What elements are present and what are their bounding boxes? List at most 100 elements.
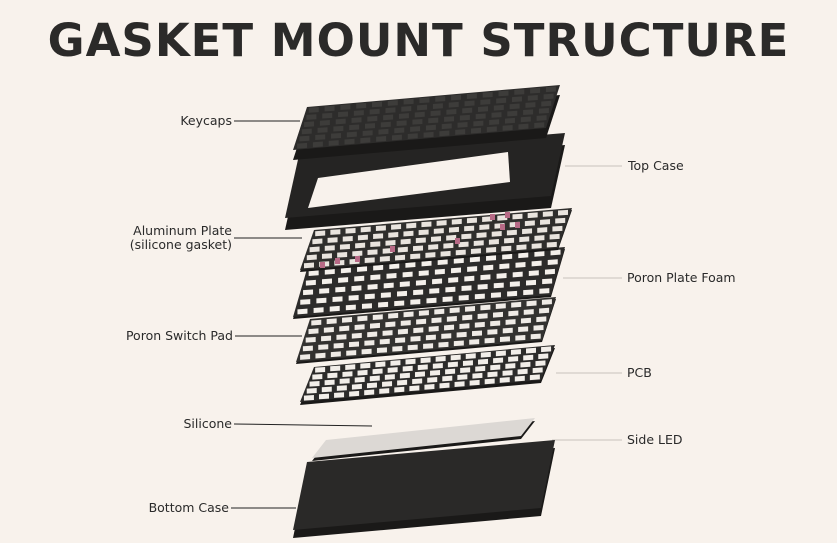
hole — [414, 371, 425, 378]
hole — [369, 322, 380, 329]
hole — [421, 221, 432, 228]
poron-switch-pad-surface — [296, 297, 556, 362]
hole — [354, 324, 365, 330]
hole — [454, 381, 465, 387]
hole — [510, 349, 521, 355]
hole — [505, 319, 516, 325]
label-top-case: Top Case — [628, 158, 684, 173]
hole — [340, 267, 351, 274]
hole — [546, 241, 557, 248]
hole — [529, 374, 540, 381]
switch-icon — [500, 224, 505, 230]
keycaps — [293, 85, 560, 160]
hole — [506, 229, 517, 236]
hole — [528, 270, 539, 276]
hole — [509, 281, 520, 287]
hole — [409, 385, 420, 392]
hole — [415, 279, 426, 286]
hole — [357, 315, 368, 322]
hole — [360, 137, 371, 144]
hole — [400, 320, 411, 326]
top-case-opening — [308, 152, 510, 208]
hole — [502, 253, 513, 260]
hole — [407, 133, 418, 139]
hole — [538, 353, 549, 360]
hole — [495, 350, 506, 357]
hole — [334, 392, 345, 398]
hole — [413, 245, 424, 252]
hole — [315, 230, 326, 237]
hole — [456, 331, 467, 338]
hole — [530, 333, 541, 340]
hole — [464, 225, 475, 232]
hole — [346, 350, 357, 356]
hole — [464, 100, 475, 107]
hole — [412, 118, 423, 125]
hole — [542, 211, 553, 217]
hole — [491, 112, 502, 118]
hole — [450, 267, 461, 274]
hole — [470, 248, 481, 255]
hole — [502, 125, 513, 131]
hole — [319, 288, 330, 294]
hole — [370, 274, 381, 281]
hole — [297, 142, 308, 149]
hole — [302, 345, 313, 352]
hole — [465, 353, 476, 359]
hole — [552, 225, 563, 232]
hole — [369, 375, 380, 382]
label-poron-switch-pad: Poron Switch Pad — [125, 328, 233, 343]
hole — [312, 373, 323, 380]
hole — [403, 311, 414, 318]
hole — [437, 259, 448, 265]
hole — [533, 324, 544, 331]
hole — [462, 107, 473, 114]
hole — [405, 358, 416, 365]
hole — [402, 365, 413, 372]
hole — [318, 344, 329, 350]
hole — [515, 334, 526, 341]
hole — [508, 310, 519, 317]
hole — [432, 362, 443, 369]
hole — [519, 236, 530, 243]
hole — [511, 301, 522, 308]
hole — [439, 130, 450, 137]
hole — [467, 266, 478, 272]
hole — [426, 297, 437, 304]
hole — [399, 372, 410, 379]
hole — [419, 97, 430, 104]
hole — [423, 343, 434, 349]
hole — [418, 270, 429, 276]
hole — [338, 111, 349, 118]
hole — [446, 316, 457, 322]
hole — [352, 250, 363, 257]
hole — [313, 307, 324, 314]
hole — [301, 128, 312, 135]
hole — [345, 364, 356, 370]
hole — [336, 334, 347, 340]
hole — [433, 228, 444, 234]
hole — [446, 109, 457, 115]
hole — [518, 252, 529, 259]
hole — [385, 107, 396, 114]
hole — [364, 340, 375, 346]
hole — [380, 121, 391, 128]
hole — [349, 390, 360, 397]
hole — [385, 240, 396, 246]
hole — [472, 372, 483, 379]
hole — [397, 379, 408, 386]
hole — [431, 317, 442, 324]
hole — [417, 364, 428, 371]
hole — [480, 351, 491, 358]
hole — [394, 300, 405, 307]
hole — [478, 106, 489, 112]
hole — [475, 113, 486, 120]
hole — [375, 361, 386, 368]
hole — [397, 290, 408, 297]
hole — [480, 99, 491, 105]
hole — [549, 233, 560, 240]
hole — [466, 217, 477, 224]
hole — [351, 383, 362, 390]
hole — [536, 115, 547, 121]
